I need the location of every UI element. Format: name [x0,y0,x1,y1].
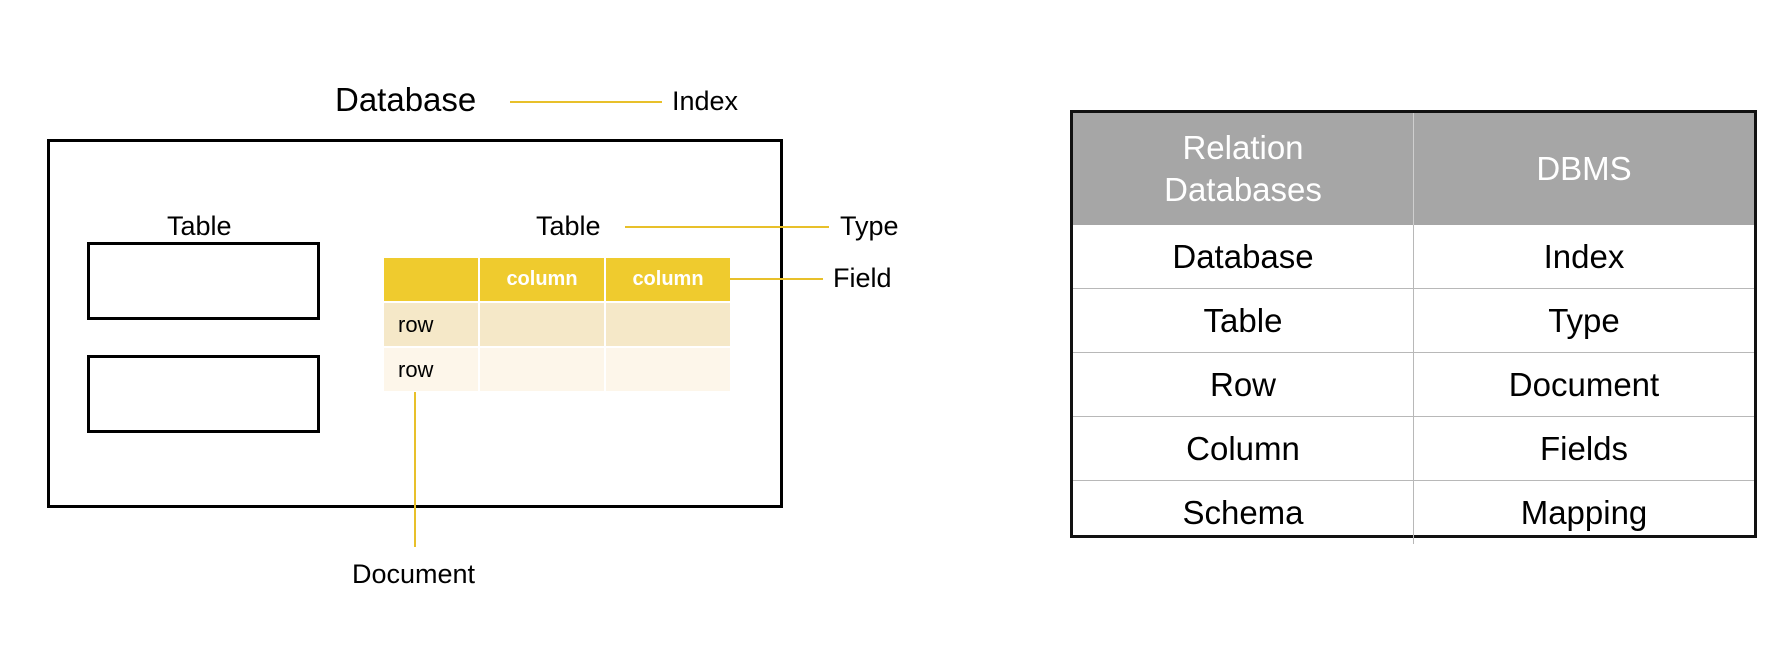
cell-relational-3: Column [1073,416,1414,481]
comparison-header-relational-line2: Databases [1164,171,1322,208]
comparison-header-relational-line1: Relation [1182,128,1304,166]
table-row: Schema Mapping [1073,480,1754,544]
database-title-label: Database [335,81,477,118]
document-label: Document [352,559,476,589]
mini-table-row-1: row [384,303,730,346]
mini-table-row-1-cell-2 [606,303,730,346]
index-label: Index [672,86,739,116]
empty-table-box-2 [87,355,320,433]
field-label: Field [833,263,892,293]
cell-relational-4: Schema [1073,480,1414,544]
cell-dbms-2: Document [1413,352,1754,417]
mini-table-header-corner [384,258,478,301]
mini-table-header-column-2: column [606,258,730,301]
mini-table-row-2: row [384,348,730,391]
comparison-header-dbms: DBMS [1413,113,1754,225]
mini-table-row-1-label: row [384,303,478,346]
mini-table-row-2-cell-1 [480,348,604,391]
mini-table-row-1-cell-1 [480,303,604,346]
empty-table-box-1 [87,242,320,320]
cell-dbms-1: Type [1413,288,1754,353]
mini-table-header-column-1: column [480,258,604,301]
cell-dbms-4: Mapping [1413,480,1754,544]
mini-table: column column row row [382,256,732,393]
comparison-header-relational: Relation Databases [1073,113,1414,225]
cell-dbms-0: Index [1543,237,1625,275]
right-table-label: Table [536,211,601,241]
connector-line-index [510,101,662,103]
connector-line-field [711,278,823,280]
mini-table-row-2-cell-2 [606,348,730,391]
type-label: Type [840,211,899,241]
comparison-header-row: Relation Databases DBMS [1073,113,1754,225]
table-row: Database Index [1073,225,1754,289]
connector-line-type [625,226,829,228]
cell-relational-2: Row [1073,352,1414,417]
connector-line-document [414,392,416,547]
cell-dbms-3: Fields [1413,416,1754,481]
mini-table-row-2-label: row [384,348,478,391]
table-row: Column Fields [1073,416,1754,481]
comparison-table-container: Relation Databases DBMS Database Index T… [1070,110,1757,544]
table-row: Row Document [1073,352,1754,417]
cell-relational-0: Database [1073,225,1414,289]
comparison-table: Relation Databases DBMS Database Index T… [1073,113,1754,544]
left-table-label: Table [167,211,232,241]
table-row: Table Type [1073,288,1754,353]
mini-table-header-row: column column [384,258,730,301]
cell-relational-1: Table [1073,288,1414,353]
